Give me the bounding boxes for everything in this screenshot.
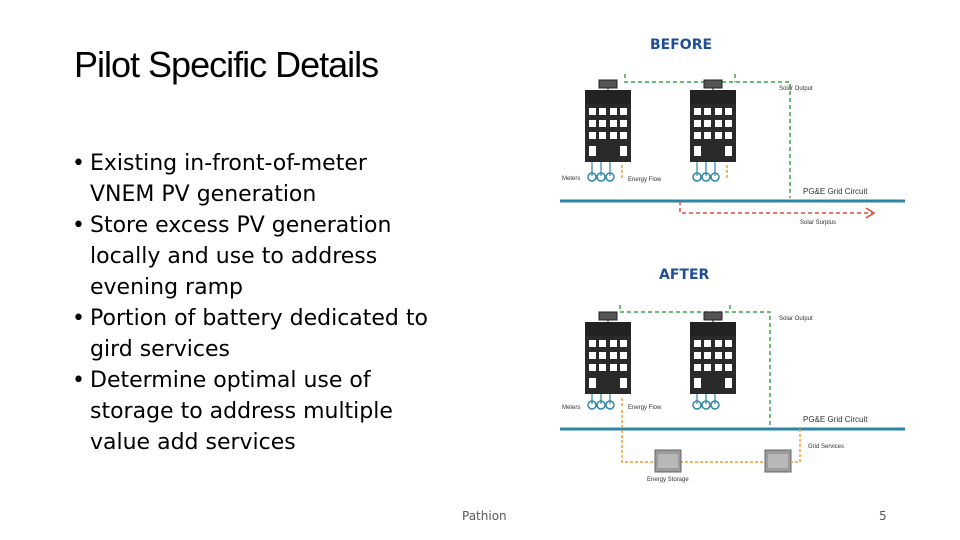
- before-grid-label: PG&E Grid Circuit: [803, 187, 868, 196]
- before-surplus-label: Solar Surplus: [800, 220, 836, 226]
- bullet-item: Existing in-front-of-meter VNEM PV gener…: [72, 148, 432, 210]
- before-diagram: Solar Output Meters Energy Flow PG&E Gri…: [560, 74, 905, 226]
- before-meters-label: Meters: [562, 176, 580, 182]
- bullet-list: Existing in-front-of-meter VNEM PV gener…: [72, 148, 432, 458]
- after-diagram: Solar Output Meters Energy Flow PG&E Gri…: [560, 305, 905, 483]
- after-heading: AFTER: [659, 267, 710, 283]
- after-grid-services-label: Grid Services: [808, 444, 844, 450]
- page-number: 5: [879, 509, 887, 523]
- slide-title: Pilot Specific Details: [74, 44, 379, 85]
- after-meters-label: Meters: [562, 405, 580, 411]
- footer-company: Pathion: [462, 509, 507, 523]
- after-energy-flow-label: Energy Flow: [628, 405, 662, 411]
- bullet-item: Determine optimal use of storage to addr…: [72, 365, 432, 458]
- before-energy-flow-label: Energy Flow: [628, 177, 662, 183]
- after-solar-output-label: Solar Output: [779, 316, 813, 322]
- after-energy-storage-label: Energy Storage: [647, 477, 689, 483]
- before-solar-output-label: Solar Output: [779, 86, 813, 92]
- after-grid-label: PG&E Grid Circuit: [803, 415, 868, 424]
- bullet-item: Portion of battery dedicated to gird ser…: [72, 303, 432, 365]
- bullet-item: Store excess PV generation locally and u…: [72, 210, 432, 303]
- before-heading: BEFORE: [650, 37, 712, 53]
